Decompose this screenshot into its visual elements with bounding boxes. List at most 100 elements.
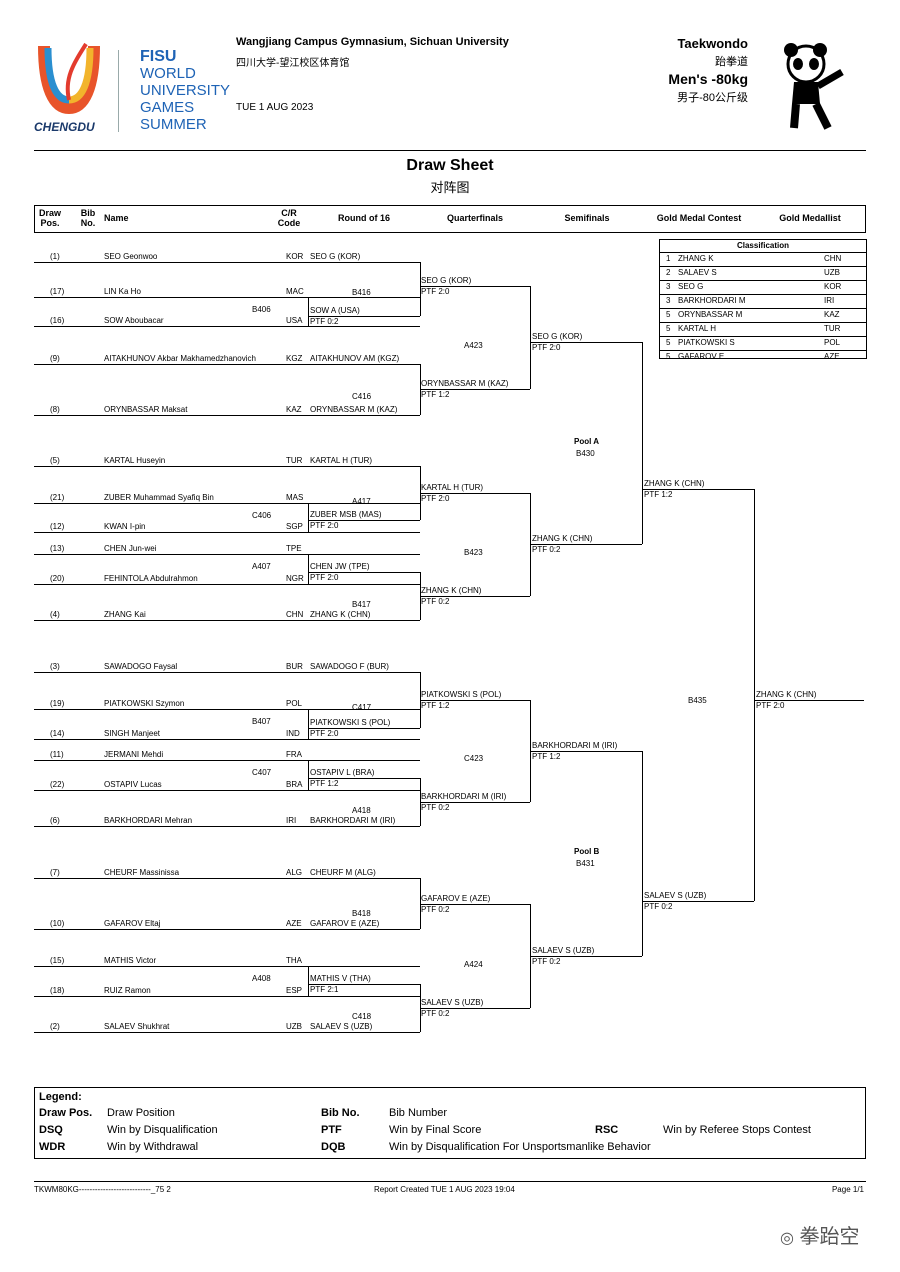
match-score: PTF 2:0	[310, 573, 339, 582]
legend-title: Legend:	[39, 1091, 82, 1103]
match-winner: MATHIS V (THA)	[310, 974, 371, 983]
match-winner: SALAEV S (UZB)	[532, 946, 595, 955]
match-score: PTF 1:2	[532, 752, 561, 761]
athlete-row-line	[34, 709, 420, 710]
legend-item: Win by Referee Stops Contest	[663, 1124, 811, 1136]
date: TUE 1 AUG 2023	[236, 102, 314, 113]
match-court: A423	[464, 341, 483, 350]
venue-cn: 四川大学-望江校区体育馆	[236, 58, 350, 69]
athlete-row-line	[34, 672, 420, 673]
athlete-name: SALAEV Shukhrat	[104, 1022, 170, 1031]
match-court: A417	[352, 497, 371, 506]
match-court: C423	[464, 754, 484, 763]
athlete-row-line	[34, 584, 420, 585]
legend-item: Win by Withdrawal	[107, 1141, 199, 1153]
country-code: KAZ	[286, 405, 302, 414]
classification-rank: 5	[666, 324, 671, 333]
match-winner: GAFAROV E (AZE)	[421, 894, 491, 903]
athlete-row-line	[34, 262, 420, 263]
match-court: B407	[252, 717, 271, 726]
athlete-name: KARTAL Huseyin	[104, 456, 166, 465]
legend-item: PTF	[321, 1124, 342, 1136]
match-winner: SALAEV S (UZB)	[644, 891, 707, 900]
legend-item: Win by Disqualification	[107, 1124, 218, 1136]
country-code: USA	[286, 316, 303, 325]
athlete-name: SEO Geonwoo	[104, 252, 158, 261]
match-winner: BARKHORDARI M (IRI)	[421, 792, 507, 801]
wechat-icon: ◎	[780, 1230, 794, 1247]
legend-item: Draw Pos.	[39, 1107, 93, 1119]
athlete-row-line	[34, 996, 420, 997]
classification-name: KARTAL H	[678, 324, 717, 333]
fisu-logo: FISU WORLD UNIVERSITY GAMES SUMMER	[140, 48, 230, 133]
country-code: MAS	[286, 493, 304, 502]
bracket-line	[420, 1008, 530, 1009]
athlete-name: AITAKHUNOV Akbar Makhamedzhanovich	[104, 354, 256, 363]
country-code: ALG	[286, 868, 303, 877]
r16-entry: CHEURF M (ALG)	[310, 868, 376, 877]
match-score: PTF 0:2	[310, 317, 339, 326]
sport-cn: 跆拳道	[715, 56, 748, 68]
legend-item: Bib No.	[321, 1107, 360, 1119]
athlete-name: ORYNBASSAR Maksat	[104, 405, 188, 414]
r16-entry: BARKHORDARI M (IRI)	[310, 816, 396, 825]
classification-rank: 1	[666, 254, 671, 263]
country-code: SGP	[286, 522, 303, 531]
watermark-text: 拳跆空	[799, 1226, 860, 1248]
bracket-line	[308, 966, 309, 996]
match-winner: SEO G (KOR)	[421, 276, 472, 285]
match-court: C417	[352, 703, 372, 712]
draw-position: (10)	[50, 919, 65, 928]
match-court: B406	[252, 305, 271, 314]
draw-position: (21)	[50, 493, 65, 502]
col-qf: Quarterfinals	[446, 213, 504, 223]
bracket-line	[308, 760, 309, 790]
draw-position: (12)	[50, 522, 65, 531]
panda-mascot-icon	[776, 42, 846, 137]
classification-rank: 2	[666, 268, 671, 277]
classification-rank: 3	[666, 296, 671, 305]
footer-code: TKWM80KG---------------------------_75 2	[34, 1185, 171, 1194]
draw-position: (14)	[50, 729, 65, 738]
athlete-row-line	[34, 760, 420, 761]
classification-name: SEO G	[678, 282, 704, 291]
fisu-line: SUMMER	[140, 116, 207, 133]
country-code: MAC	[286, 287, 304, 296]
athlete-row-line	[34, 503, 420, 504]
athlete-name: CHEN Jun-wei	[104, 544, 157, 553]
draw-position: (11)	[50, 750, 64, 759]
r16-entry: KARTAL H (TUR)	[310, 456, 373, 465]
draw-position: (16)	[50, 316, 65, 325]
legend-item: Win by Disqualification For Unsportsmanl…	[389, 1141, 651, 1153]
fisu-line: FISU	[140, 48, 177, 65]
event-en: Men's -80kg	[668, 71, 748, 87]
match-court: B435	[688, 696, 707, 705]
athlete-name: RUIZ Ramon	[104, 986, 151, 995]
athlete-name: SOW Aboubacar	[104, 316, 164, 325]
country-code: NGR	[286, 574, 304, 583]
athlete-name: ZUBER Muhammad Syafiq Bin	[104, 493, 214, 502]
bracket-line	[308, 554, 309, 584]
athlete-name: LIN Ka Ho	[104, 287, 141, 296]
draw-position: (1)	[50, 252, 60, 261]
draw-position: (3)	[50, 662, 60, 671]
legend-item: Draw Position	[107, 1107, 175, 1119]
classification-name: BARKHORDARI M	[678, 296, 746, 305]
bracket-line	[642, 901, 754, 902]
athlete-row-line	[34, 532, 420, 533]
classification-title: Classification	[660, 240, 866, 253]
match-score: PTF 2:0	[310, 729, 339, 738]
match-court: B423	[464, 548, 483, 557]
country-code: TPE	[286, 544, 302, 553]
country-code: KGZ	[286, 354, 303, 363]
col-gold: Gold Medal Contest	[656, 213, 742, 223]
draw-position: (22)	[50, 780, 65, 789]
athlete-row-line	[34, 739, 420, 740]
bracket-line	[530, 751, 642, 752]
athlete-name: FEHINTOLA Abdulrahmon	[104, 574, 198, 583]
bracket-line	[308, 709, 309, 739]
